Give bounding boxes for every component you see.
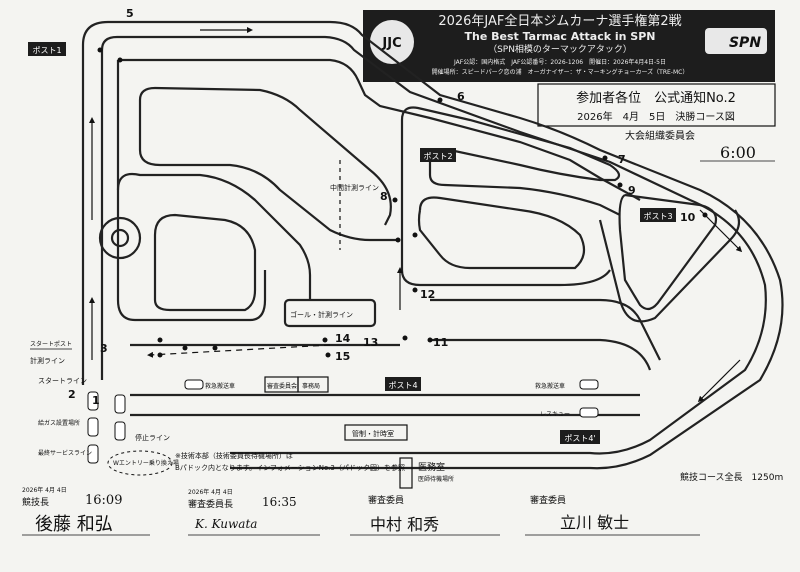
header-line1: 2026年JAF全日本ジムカーナ選手権第2戦 bbox=[438, 13, 681, 29]
point-11: 11 bbox=[433, 336, 448, 349]
facility-boxes bbox=[264, 376, 413, 489]
point-7: 7 bbox=[618, 153, 626, 166]
point-3: 3 bbox=[100, 342, 108, 355]
point-10: 10 bbox=[680, 211, 696, 224]
course-points: 1 2 3 5 6 7 8 9 10 11 12 13 14 15 bbox=[68, 7, 696, 407]
jjc-logo-text: JJC bbox=[381, 36, 401, 51]
start-line-label: スタートライン bbox=[38, 376, 87, 385]
sig1-time: 16:09 bbox=[85, 493, 122, 508]
timing-line-label: 計測ライン bbox=[30, 356, 65, 365]
stop-line-label: 停止ライン bbox=[135, 433, 170, 442]
course-track bbox=[81, 20, 784, 470]
cone-markers bbox=[97, 47, 708, 358]
spn-logo-icon bbox=[705, 28, 767, 54]
post4-label: ポスト4 bbox=[388, 381, 417, 390]
point-13: 13 bbox=[363, 336, 378, 349]
point-8: 8 bbox=[380, 190, 388, 203]
sig2-time: 16:35 bbox=[262, 495, 297, 509]
sig3-name: 中村 和秀 bbox=[370, 515, 439, 534]
point-2: 2 bbox=[68, 388, 76, 401]
goal-line-label: ゴール・計測ライン bbox=[290, 310, 353, 319]
notice-subtitle: 2026年 4月 5日 決勝コース図 bbox=[577, 110, 735, 123]
jjc-logo-icon bbox=[370, 20, 414, 64]
service-lane-label: 最終サービスライン bbox=[38, 449, 92, 457]
point-12: 12 bbox=[420, 288, 435, 301]
notice-box: 参加者各位 公式通知No.2 2026年 4月 5日 決勝コース図 大会組織委員… bbox=[537, 83, 776, 162]
rescue-label-2: 救急搬送車 bbox=[535, 382, 565, 390]
post4b-label: ポスト4' bbox=[564, 434, 595, 443]
office-label: 事務局 bbox=[302, 382, 320, 390]
point-9: 9 bbox=[628, 184, 636, 197]
header-line3: （SPN相模のターマックアタック） bbox=[488, 43, 632, 55]
sig2-name: K. Kuwata bbox=[194, 517, 257, 531]
sig3-title: 審査委員 bbox=[368, 494, 404, 506]
sig1-name: 後藤 和弘 bbox=[35, 514, 113, 535]
medical-sub-label: 医師待機場所 bbox=[418, 475, 454, 483]
header-line5: 開催場所：スピードパーク恋の浦 オーガナイザー：ザ・マーキングチョーカーズ（TR… bbox=[432, 68, 689, 76]
course-labels: 中間計測ライン ゴール・計測ライン 計測ライン スタートライン 給ガス設置場所 … bbox=[30, 183, 783, 483]
control-label: 管制・計時室 bbox=[352, 429, 394, 438]
direction-arrows bbox=[89, 27, 743, 403]
start-post-label: スタートポスト bbox=[30, 340, 72, 348]
note-line-2: Bパドック内となります。インフォメーションNo.3（パドック図）を参照 bbox=[175, 463, 405, 472]
rescue-car-label: レスキュー bbox=[540, 411, 570, 418]
note-line-1: ※技術本部（技術委員長待機場所）は bbox=[175, 451, 293, 460]
notice-title: 参加者各位 公式通知No.2 bbox=[576, 90, 736, 106]
point-5: 5 bbox=[126, 7, 134, 20]
post3-label: ポスト3 bbox=[643, 212, 672, 221]
point-14: 14 bbox=[335, 332, 351, 345]
medical-label: 医務室 bbox=[418, 461, 445, 473]
notice-time: 6:00 bbox=[720, 143, 756, 162]
gas-area-label: 給ガス設置場所 bbox=[38, 419, 80, 427]
point-1: 1 bbox=[92, 394, 100, 407]
sig4-title: 審査委員 bbox=[530, 494, 566, 506]
header-line4: JAF公認：国内格式 JAF公認番号：2026-1206 開催日：2026年4月… bbox=[453, 58, 666, 66]
sig2-date: 2026年 4月 4日 bbox=[188, 488, 233, 496]
point-6: 6 bbox=[457, 90, 465, 103]
spn-logo-text: SPN bbox=[729, 35, 761, 51]
w-entry-label: Wエントリー乗り換え場 bbox=[113, 459, 179, 467]
sig1-title: 競技長 bbox=[22, 496, 49, 508]
header-line2: The Best Tarmac Attack in SPN bbox=[464, 30, 655, 43]
sig1-date: 2026年 4月 4日 bbox=[22, 486, 67, 494]
mid-timing-label: 中間計測ライン bbox=[330, 183, 379, 192]
w-entry-zone bbox=[107, 450, 173, 476]
sig2-title: 審査委員長 bbox=[188, 498, 233, 510]
post-labels: ポスト1 ポスト2 ポスト3 ポスト4 ポスト4' スタートポスト bbox=[28, 42, 676, 444]
notice-org: 大会組織委員会 bbox=[625, 129, 695, 142]
signature-block: 2026年 4月 4日 競技長 16:09 後藤 和弘 2026年 4月 4日 … bbox=[22, 486, 700, 536]
point-15: 15 bbox=[335, 350, 350, 363]
sig4-name: 立川 敏士 bbox=[560, 513, 629, 532]
tech-inspection-label: 審査委員会 bbox=[267, 382, 297, 390]
header-banner: JJC SPN 2026年JAF全日本ジムカーナ選手権第2戦 The Best … bbox=[363, 10, 775, 82]
course-length: 競技コース全長 1250m bbox=[680, 471, 783, 483]
post1-label: ポスト1 bbox=[32, 46, 61, 55]
parked-cars bbox=[87, 379, 599, 464]
rescue-label-1: 救急搬送車 bbox=[205, 382, 235, 390]
post2-label: ポスト2 bbox=[423, 152, 452, 161]
